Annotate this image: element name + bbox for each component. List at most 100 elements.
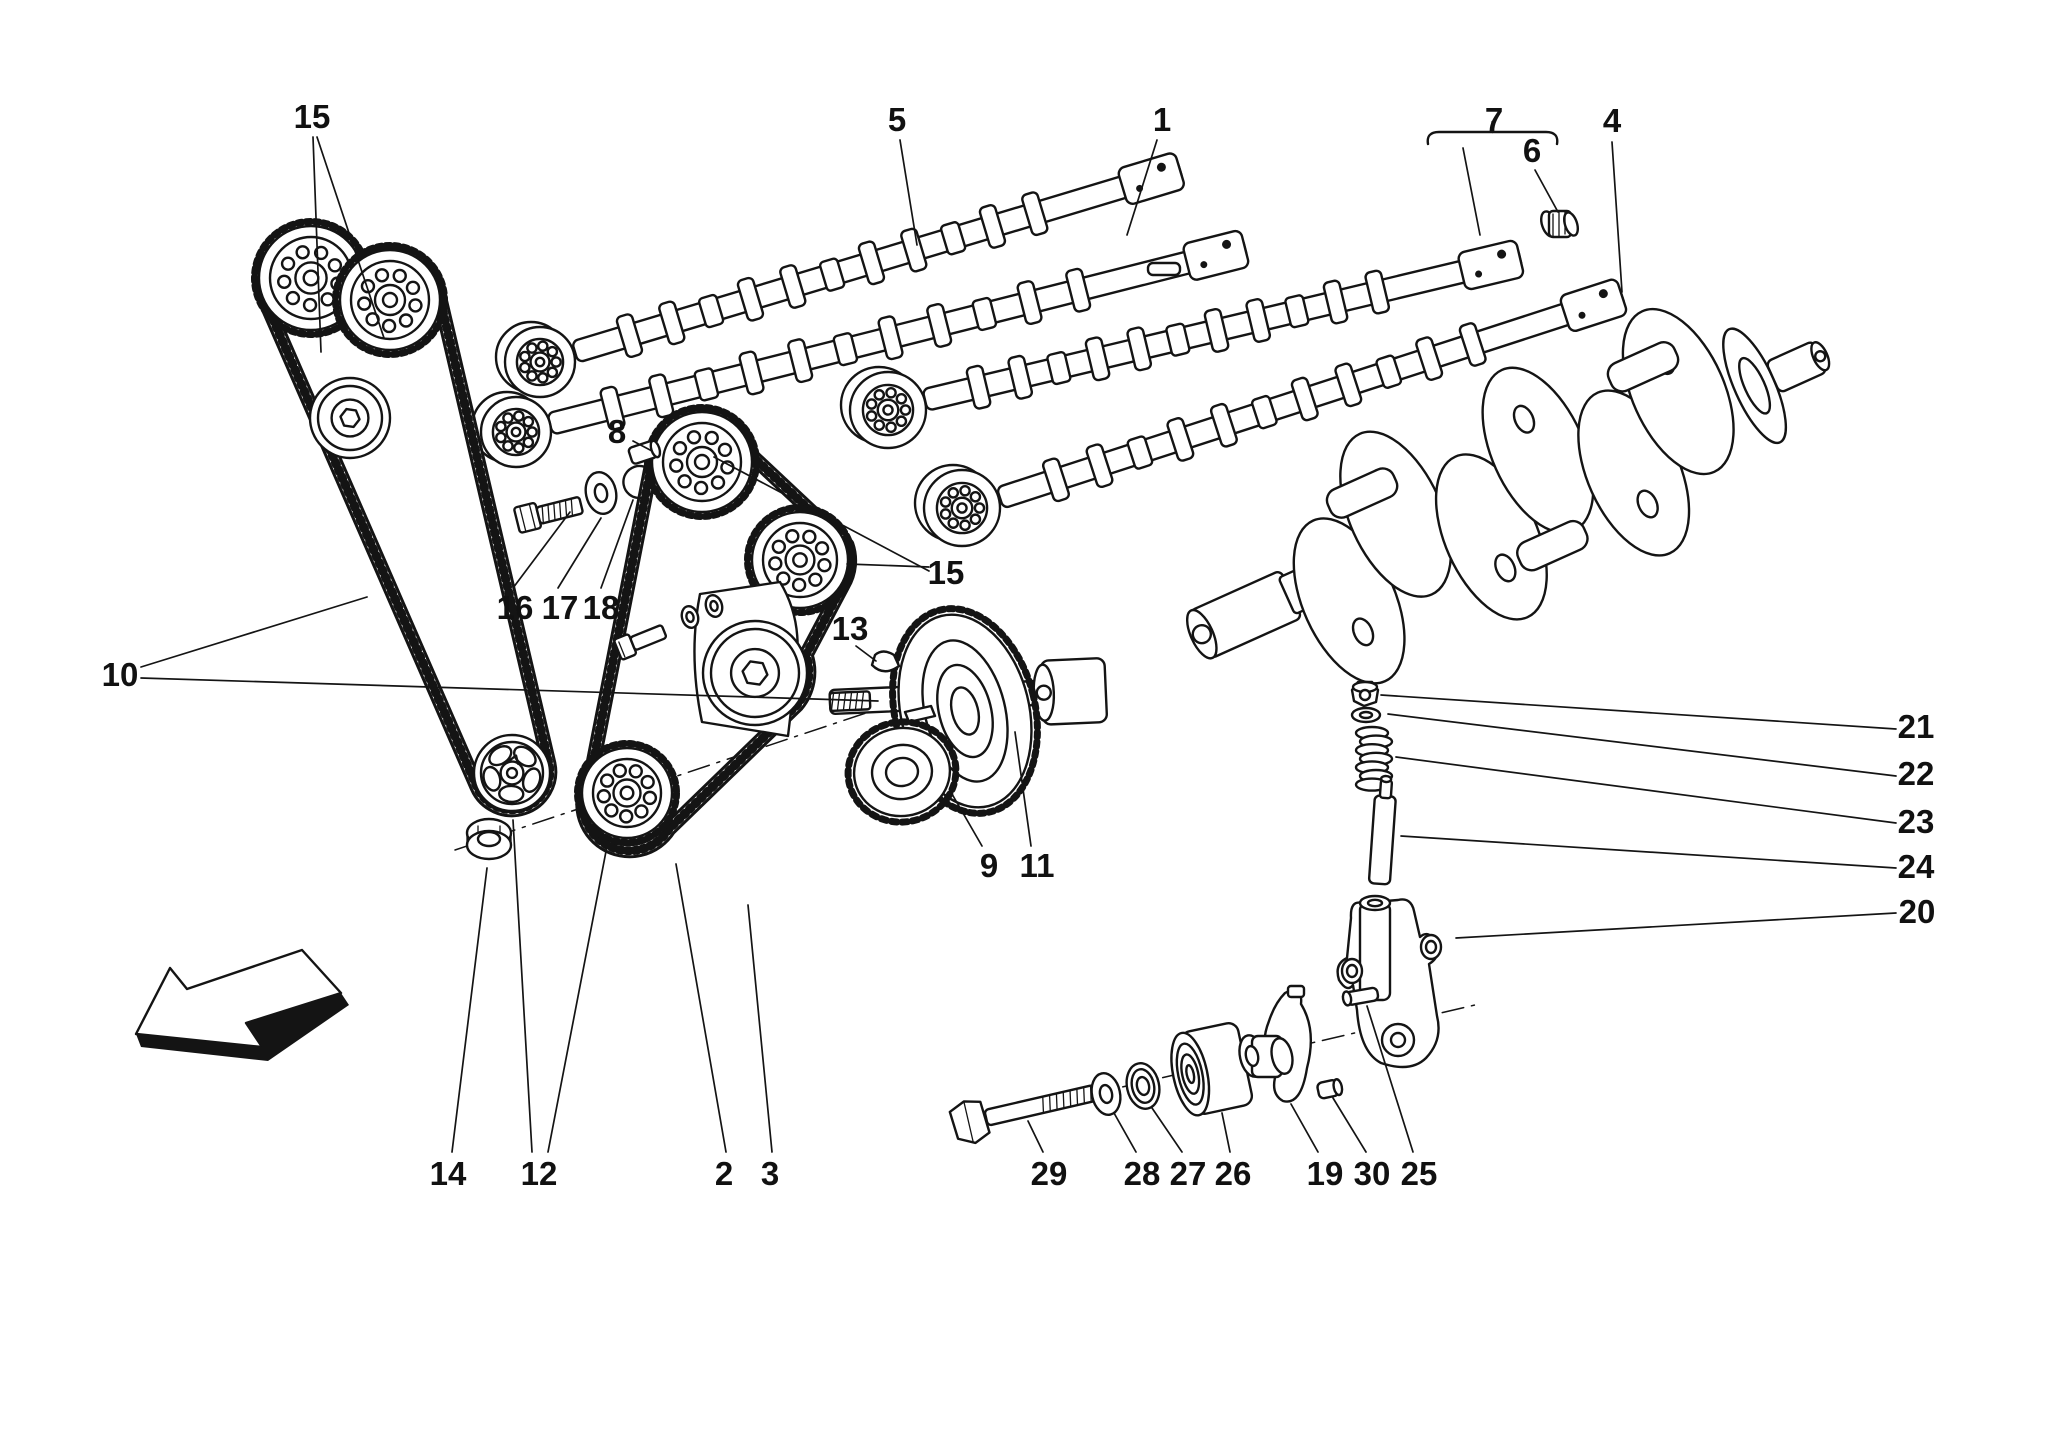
camshaft-3-bearing <box>839 365 928 450</box>
tensioner-roller-26 <box>1170 1022 1254 1117</box>
bushing-30 <box>1316 1078 1344 1100</box>
leader-line-9 <box>951 793 983 847</box>
leader-line-19 <box>1290 1103 1319 1153</box>
callout-18: 18 <box>583 589 620 626</box>
leader-line-26 <box>1221 1112 1231 1153</box>
tensioner-support-20 <box>1336 894 1443 1069</box>
tensioner-lever-19 <box>1238 984 1312 1103</box>
crankshaft-body <box>1185 307 1831 685</box>
part-group-bracket-7 <box>1426 120 1559 146</box>
callout-25: 25 <box>1401 1155 1438 1192</box>
leader-line-7 <box>1462 147 1481 236</box>
callout-4: 4 <box>1603 102 1622 139</box>
leader-line-12 <box>547 840 609 1153</box>
leader-line-16 <box>512 511 571 589</box>
callout-15: 15 <box>294 98 331 135</box>
callout-8: 8 <box>608 413 626 450</box>
leader-line-21 <box>1380 694 1897 730</box>
crankshaft <box>1185 307 1831 685</box>
callout-9: 9 <box>980 847 998 884</box>
callout-21: 21 <box>1898 708 1935 745</box>
tensioner-spring-parts <box>1336 680 1443 1069</box>
callout-3: 3 <box>761 1155 779 1192</box>
camshaft-1-bearing <box>494 320 577 399</box>
washer-17 <box>584 471 618 515</box>
leader-line-1 <box>1126 139 1158 236</box>
callout-23: 23 <box>1898 803 1935 840</box>
leader-line-27 <box>1151 1107 1183 1153</box>
leader-line-14 <box>451 867 488 1153</box>
leader-line-3 <box>747 904 773 1153</box>
direction-arrow <box>134 948 349 1061</box>
leader-line-10 <box>140 677 879 702</box>
leader-lines <box>140 136 1897 1153</box>
washer-27 <box>1125 1062 1161 1110</box>
leader-line-30 <box>1332 1097 1367 1153</box>
movable-tensioner-assembly <box>948 984 1344 1145</box>
callout-22: 22 <box>1898 755 1935 792</box>
tensioner-stud-bolt-16 <box>513 496 584 534</box>
leader-line-15 <box>713 456 930 572</box>
callout-1: 1 <box>1153 101 1171 138</box>
leader-line-25 <box>1366 1005 1414 1153</box>
callout-19: 19 <box>1307 1155 1344 1192</box>
tensioner-roller-left <box>308 376 392 460</box>
leader-line-20 <box>1455 912 1897 939</box>
cam-pulley-left-upper <box>251 218 371 338</box>
leader-line-23 <box>1395 756 1897 824</box>
camshaft-3 <box>922 239 1525 411</box>
tensioner-roller-center <box>701 619 809 727</box>
camshaft-4-bearing <box>913 463 1002 548</box>
leader-line-8 <box>632 440 653 452</box>
callout-29: 29 <box>1031 1155 1068 1192</box>
woodruff-key <box>870 650 901 673</box>
cam-pulley-left-lower <box>332 242 448 358</box>
bolt-29 <box>948 1084 1098 1145</box>
drive-gear-small <box>844 718 960 826</box>
leader-line-18 <box>600 499 634 589</box>
leader-line-13 <box>855 645 877 662</box>
camshaft-2-bearing <box>470 390 553 469</box>
dowel-bushing-8 <box>627 439 662 465</box>
callout-28: 28 <box>1124 1155 1161 1192</box>
callout-5: 5 <box>888 101 906 138</box>
callout-15: 15 <box>928 554 965 591</box>
leader-line-15 <box>312 136 322 353</box>
leader-line-15 <box>316 136 385 339</box>
callout-12: 12 <box>521 1155 558 1192</box>
dowel-pin-25 <box>1341 986 1380 1007</box>
leader-line-24 <box>1400 835 1897 869</box>
screw-plug-6 <box>1540 209 1580 239</box>
leader-line-15 <box>846 563 930 568</box>
leader-line-10 <box>140 596 368 668</box>
callout-26: 26 <box>1215 1155 1252 1192</box>
callout-30: 30 <box>1354 1155 1391 1192</box>
callout-13: 13 <box>832 610 869 647</box>
leader-line-17 <box>557 517 602 589</box>
callout-10: 10 <box>102 656 139 693</box>
tensioner-fixing-hardware <box>613 593 724 661</box>
callout-17: 17 <box>542 589 579 626</box>
callout-2: 2 <box>715 1155 733 1192</box>
crank-pulley-front <box>472 733 552 813</box>
camshaft-4 <box>996 278 1628 509</box>
callout-24: 24 <box>1898 848 1935 885</box>
leader-line-12 <box>512 819 533 1153</box>
washer-28 <box>1090 1072 1122 1116</box>
leader-line-2 <box>675 863 727 1153</box>
washer-22 <box>1350 706 1382 724</box>
plunger-24 <box>1367 774 1397 886</box>
lock-nut-21 <box>1350 680 1380 708</box>
leader-line-6 <box>1534 169 1559 213</box>
leader-line-4 <box>1611 141 1623 293</box>
callout-7: 7 <box>1485 101 1503 138</box>
leader-line-22 <box>1387 713 1897 777</box>
crankshaft-nut <box>465 817 513 861</box>
callout-16: 16 <box>497 589 534 626</box>
callout-27: 27 <box>1170 1155 1207 1192</box>
circlip-18 <box>622 464 652 500</box>
camshaft-2 <box>547 229 1250 435</box>
